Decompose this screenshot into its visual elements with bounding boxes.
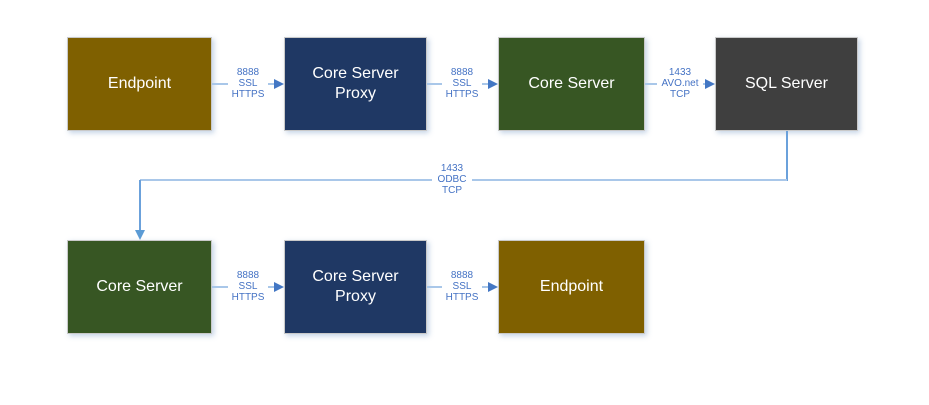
arrowhead-down-icon — [135, 230, 145, 240]
port-label: 1433 — [440, 163, 464, 174]
node-label: Endpoint — [107, 75, 172, 92]
connector-label: 1433 ODBC TCP — [432, 163, 472, 196]
protocol-label: SSL — [238, 78, 258, 89]
port-label: 8888 — [450, 67, 474, 78]
node-label: Endpoint — [539, 278, 604, 295]
protocol-label: HTTPS — [445, 89, 479, 100]
protocol-label: SSL — [452, 281, 472, 292]
node-core-server-top: Core Server — [498, 37, 645, 131]
node-label: Core Server — [528, 75, 615, 92]
node-core-server-proxy-bottom: Core Server Proxy — [284, 240, 427, 334]
node-label: Core Server — [96, 278, 183, 295]
node-endpoint-top: Endpoint — [67, 37, 212, 131]
arrowhead-right-icon — [488, 282, 498, 292]
arrowhead-right-icon — [274, 282, 284, 292]
node-core-server-proxy-top: Core Server Proxy — [284, 37, 427, 131]
arrowhead-right-icon — [488, 79, 498, 89]
connector-line — [786, 131, 788, 181]
port-label: 8888 — [236, 270, 260, 281]
protocol-label: HTTPS — [445, 292, 479, 303]
arrowhead-right-icon — [274, 79, 284, 89]
connector-label: 1433 AVO.net TCP — [657, 67, 703, 100]
protocol-label: SSL — [452, 78, 472, 89]
protocol-label: SSL — [238, 281, 258, 292]
node-label: Core Server Proxy — [312, 65, 399, 102]
port-label: 8888 — [236, 67, 260, 78]
protocol-label: TCP — [442, 185, 462, 196]
port-label: 1433 — [668, 67, 692, 78]
node-label: SQL Server — [745, 75, 828, 92]
protocol-label: AVO.net — [661, 78, 699, 89]
connector-line — [139, 180, 141, 230]
arrowhead-right-icon — [705, 79, 715, 89]
node-endpoint-bottom: Endpoint — [498, 240, 645, 334]
connector-label: 8888 SSL HTTPS — [442, 67, 482, 100]
node-sql-server: SQL Server — [715, 37, 858, 131]
node-core-server-bottom: Core Server — [67, 240, 212, 334]
connector-label: 8888 SSL HTTPS — [228, 270, 268, 303]
port-label: 8888 — [450, 270, 474, 281]
protocol-label: ODBC — [437, 174, 467, 185]
connector-label: 8888 SSL HTTPS — [442, 270, 482, 303]
node-label: Core Server Proxy — [312, 268, 399, 305]
protocol-label: HTTPS — [231, 89, 265, 100]
protocol-label: TCP — [670, 89, 690, 100]
protocol-label: HTTPS — [231, 292, 265, 303]
connector-label: 8888 SSL HTTPS — [228, 67, 268, 100]
